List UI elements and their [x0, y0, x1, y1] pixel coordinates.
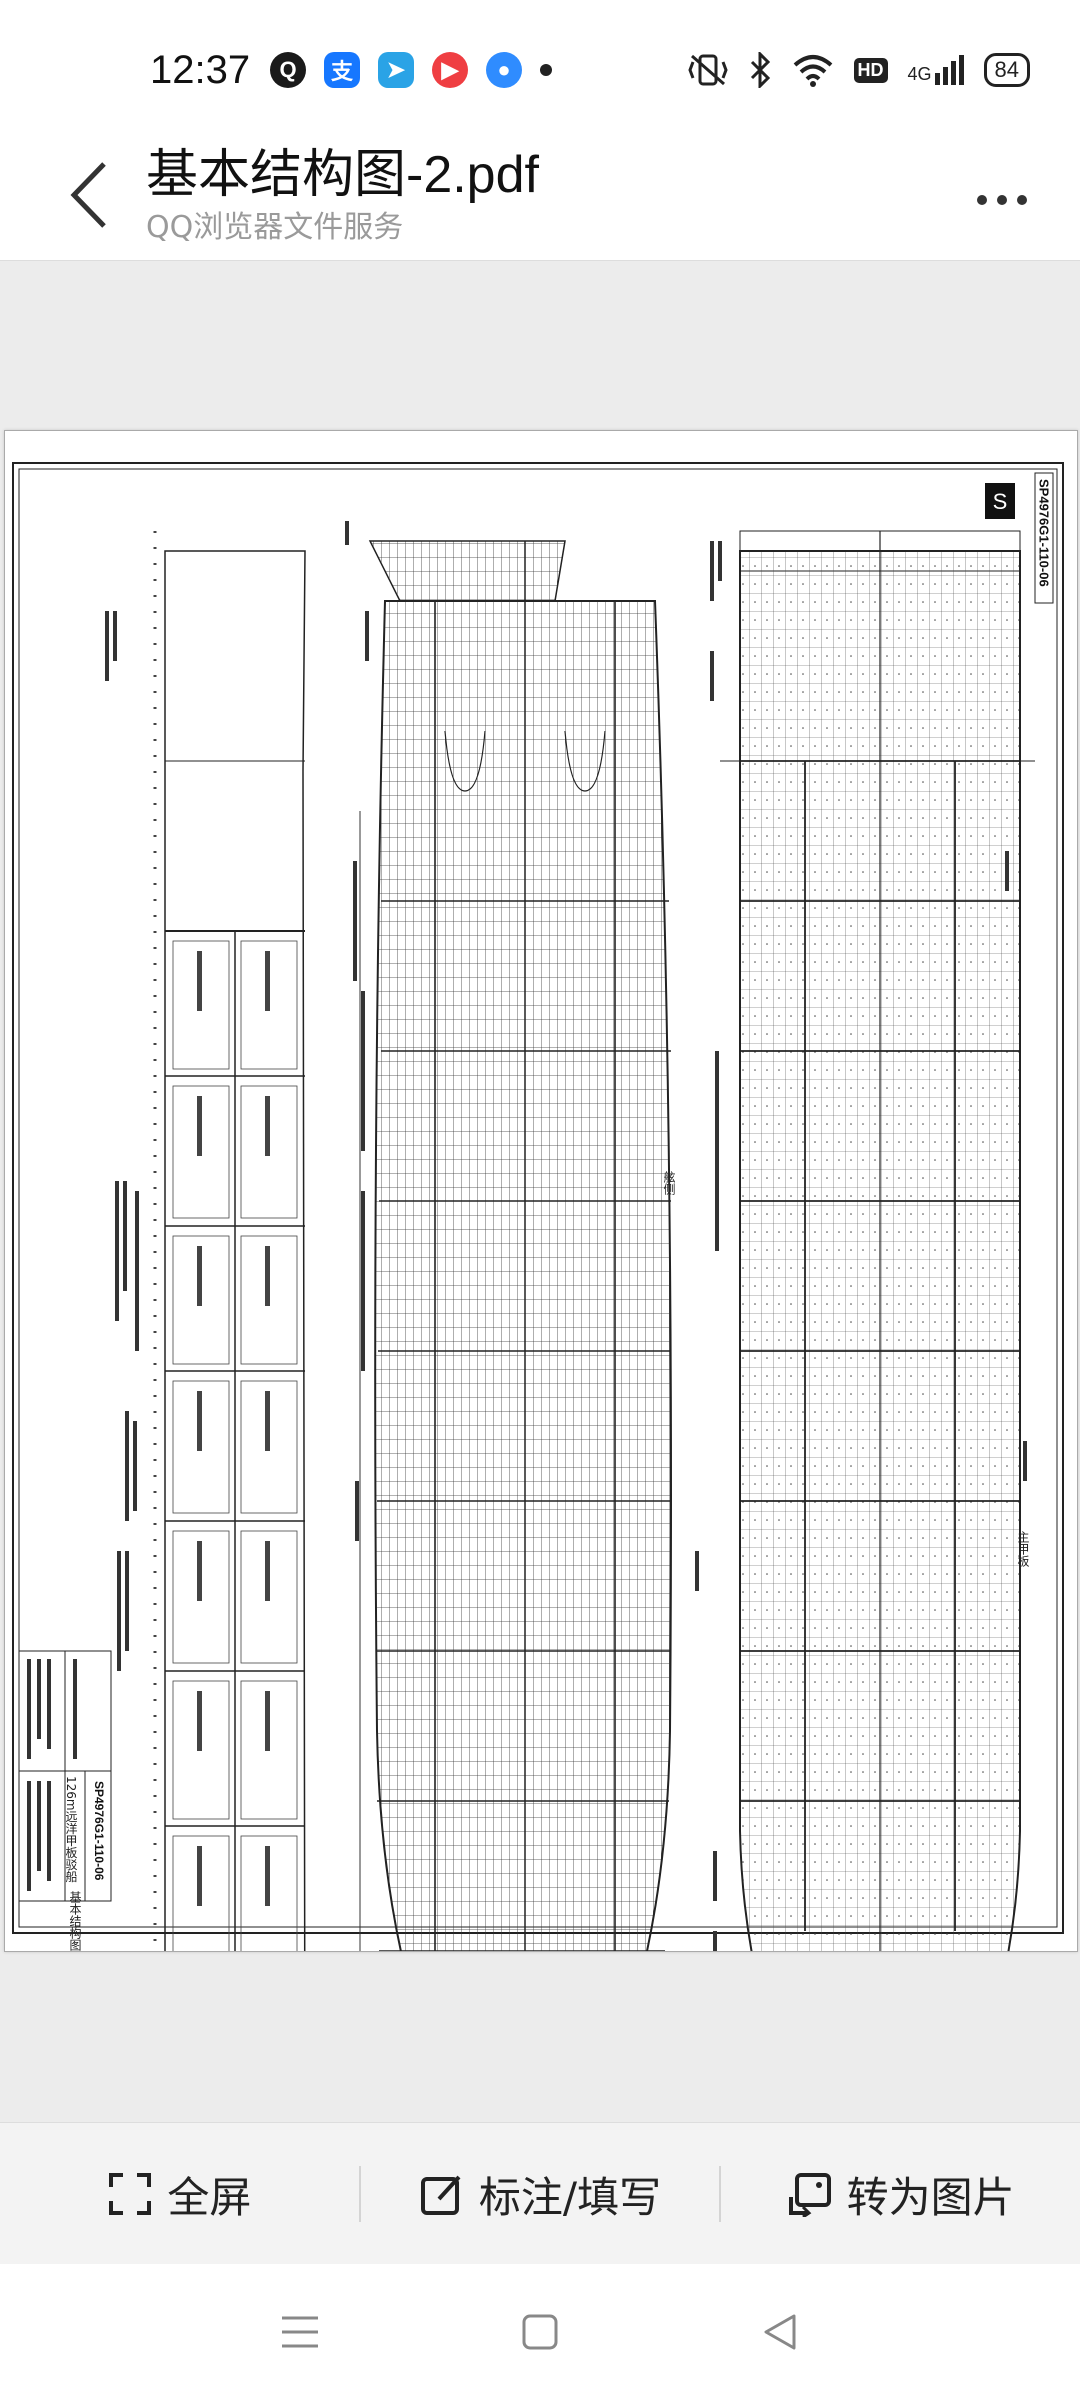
edit-icon	[420, 2175, 461, 2215]
pdf-viewer[interactable]: S SP4976G1-110-06 126m远洋甲板驳船 基本结构图 SP497…	[0, 262, 1080, 2122]
drawing-number-title-block: SP4976G1-110-06	[92, 1781, 106, 1881]
more-icon	[977, 195, 987, 205]
document-title: 基本结构图-2.pdf	[146, 146, 539, 204]
side-label: 舷侧	[662, 1170, 676, 1196]
home-square-icon	[522, 2314, 558, 2350]
deck-label: 主甲板	[1016, 1531, 1030, 1568]
convert-to-image-label: 转为图片	[846, 2172, 1015, 2222]
signal-icon: 4G	[908, 55, 964, 85]
dot-icon	[540, 64, 552, 76]
network-type: 4G	[907, 64, 932, 84]
battery-indicator: 84	[983, 53, 1030, 87]
image-convert-icon	[788, 2173, 831, 2217]
logo-letter: S	[993, 489, 1008, 514]
bluetooth-icon	[750, 52, 770, 88]
system-nav-bar	[0, 2264, 1080, 2400]
title-block: 126m远洋甲板驳船 基本结构图 SP4976G1-110-06	[18, 1650, 112, 1951]
video-icon: ▶	[432, 52, 468, 88]
telegram-icon: ➤	[378, 52, 414, 88]
qq-icon: Q	[270, 52, 306, 88]
menu-icon	[282, 2316, 318, 2348]
back-triangle-icon	[764, 2314, 796, 2350]
fullscreen-button[interactable]: 全屏	[0, 2123, 359, 2265]
status-time: 12:37	[150, 48, 251, 92]
back-arrow-icon	[70, 162, 106, 228]
toolbar-divider	[358, 2166, 361, 2222]
convert-to-image-button[interactable]: 转为图片	[721, 2123, 1080, 2265]
annotate-label: 标注/填写	[478, 2172, 662, 2222]
fullscreen-label: 全屏	[167, 2172, 252, 2222]
menu-nav-button[interactable]	[270, 2302, 330, 2362]
bubble-icon: ●	[486, 52, 522, 88]
profile-view	[105, 531, 306, 1951]
title-bar: 基本结构图-2.pdf QQ浏览器文件服务	[0, 140, 1080, 261]
back-nav-button[interactable]	[750, 2302, 810, 2362]
toolbar-divider	[719, 2166, 722, 2222]
title-block-name: 基本结构图	[68, 1891, 82, 1951]
back-button[interactable]	[58, 150, 118, 240]
notification-icons: Q 支 ➤ ▶ ●	[270, 52, 552, 88]
deck-plan-view	[345, 521, 699, 1951]
status-bar: 12:37 Q 支 ➤ ▶ ● HD 4G 84	[0, 0, 1080, 140]
vibrate-icon	[687, 54, 728, 86]
home-nav-button[interactable]	[510, 2302, 570, 2362]
bottom-plan-view	[710, 530, 1035, 1951]
system-icons: HD 4G 84	[687, 52, 1030, 88]
bottom-toolbar: 全屏 标注/填写 转为图片	[0, 2122, 1080, 2265]
document-subtitle: QQ浏览器文件服务	[146, 210, 404, 245]
fullscreen-icon	[109, 2173, 152, 2215]
more-options-button[interactable]	[962, 180, 1042, 220]
pdf-page[interactable]: S SP4976G1-110-06 126m远洋甲板驳船 基本结构图 SP497…	[4, 430, 1078, 1952]
wifi-icon	[793, 55, 832, 87]
structure-drawing: S SP4976G1-110-06 126m远洋甲板驳船 基本结构图 SP497…	[12, 462, 1064, 1951]
annotate-button[interactable]: 标注/填写	[361, 2123, 720, 2265]
drawing-number-right: SP4976G1-110-06	[1037, 479, 1052, 587]
hd-badge: HD	[853, 57, 888, 83]
alipay-icon: 支	[324, 52, 360, 88]
title-block-caption: 126m远洋甲板驳船	[64, 1776, 78, 1883]
